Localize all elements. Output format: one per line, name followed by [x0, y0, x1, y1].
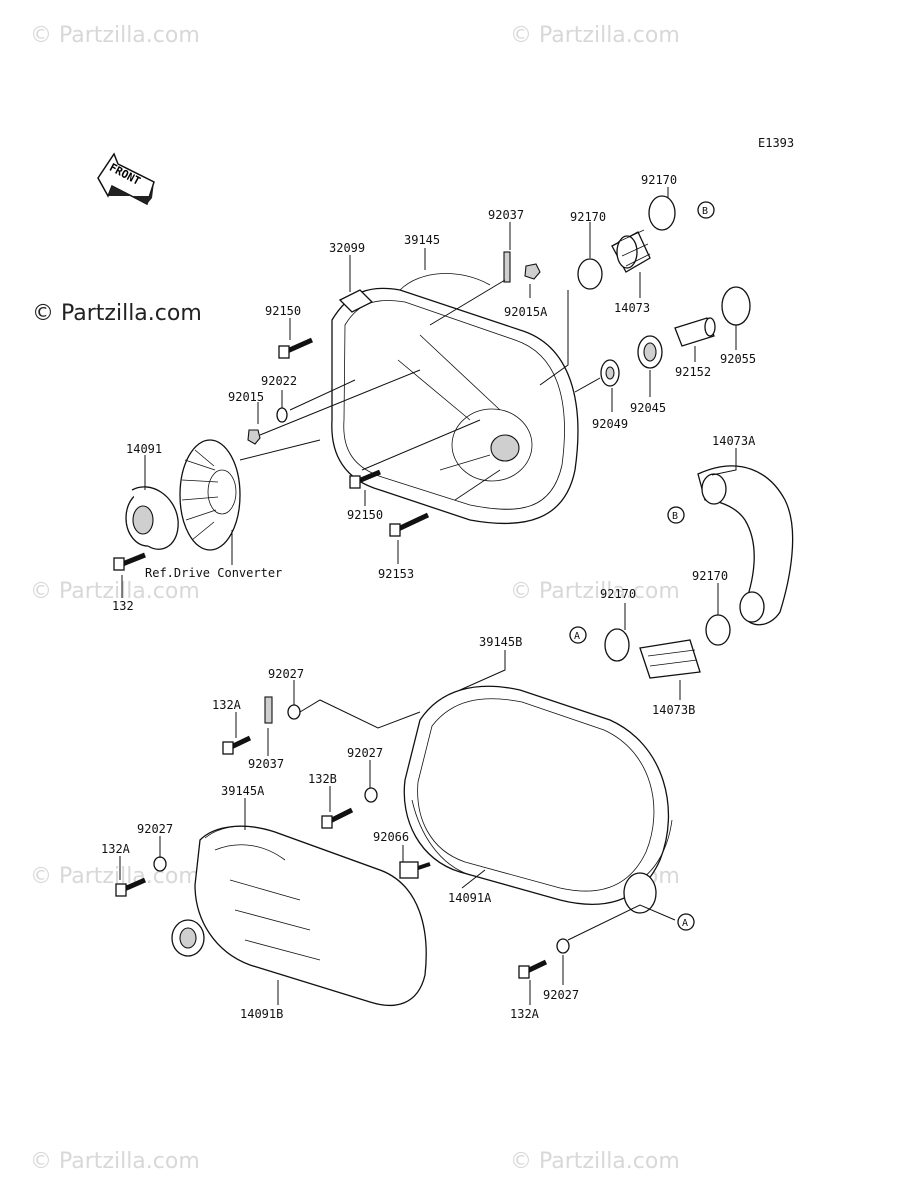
bolt-132A-c	[518, 959, 548, 979]
part-label: 14091	[126, 442, 162, 456]
part-label: 92027	[268, 667, 304, 681]
part-label: 92153	[378, 567, 414, 581]
watermark: © Partzilla.com	[30, 1149, 200, 1174]
bearing-92049	[600, 359, 620, 387]
part-label: 92037	[488, 208, 524, 222]
part-label: 92045	[630, 401, 666, 415]
ref-a-label: A	[574, 631, 580, 642]
part-label: 132A	[212, 698, 242, 712]
part-label: 92027	[347, 746, 383, 760]
inner-cover-39145	[331, 273, 579, 525]
part-label: 39145A	[221, 784, 265, 798]
washer-92027-b	[364, 787, 378, 803]
part-label: 92015	[228, 390, 264, 404]
clamp-92170-a	[577, 258, 603, 290]
front-arrow-icon: FRONT	[97, 152, 155, 206]
duct-14073	[611, 229, 651, 273]
part-label: 92027	[543, 988, 579, 1002]
washer-92027-d	[556, 938, 570, 954]
clamp-92170-d	[705, 614, 731, 646]
clamp-92170-b	[648, 195, 676, 231]
part-label: 132B	[308, 772, 337, 786]
leader-lines	[119, 187, 737, 1005]
bolt-132A-b	[115, 877, 146, 897]
part-label: 32099	[329, 241, 365, 255]
part-label: 92015A	[504, 305, 548, 319]
duct-14073B	[639, 639, 701, 679]
ref-circle-a-low: A	[677, 913, 695, 931]
hose-14073A	[697, 465, 794, 626]
part-label: 14091B	[240, 1007, 283, 1021]
o-ring-92055	[721, 286, 751, 326]
part-label: 39145	[404, 233, 440, 247]
watermark: © Partzilla.com	[30, 579, 200, 604]
bolt-132	[113, 552, 146, 571]
part-label: 92150	[265, 304, 301, 318]
part-label: 92170	[692, 569, 728, 583]
part-label: 39145B	[479, 635, 522, 649]
part-label: 92170	[641, 173, 677, 187]
ref-a-label: A	[682, 918, 688, 929]
part-label: 132	[112, 599, 134, 613]
part-label: 92170	[570, 210, 606, 224]
watermark: © Partzilla.com	[510, 23, 680, 48]
part-label: 132A	[101, 842, 131, 856]
pin-92037-top	[503, 251, 511, 283]
part-label: 14073A	[712, 434, 756, 448]
part-label: 92022	[261, 374, 297, 388]
pin-92037-low	[264, 696, 273, 724]
part-label: 14091A	[448, 891, 492, 905]
part-label: 92037	[248, 757, 284, 771]
ref-b-label: B	[702, 206, 708, 217]
part-label: 132A	[510, 1007, 540, 1021]
outer-cover-14091A	[411, 799, 673, 914]
bolt-92150-mid	[349, 469, 381, 489]
part-label: 92027	[137, 822, 173, 836]
bolt-92153	[389, 512, 430, 537]
sleeve-92152	[674, 317, 716, 347]
watermark: © Partzilla.com	[30, 864, 200, 889]
part-label: 92150	[347, 508, 383, 522]
nut-92015	[247, 429, 261, 445]
part-label: 92049	[592, 417, 628, 431]
watermark: © Partzilla.com	[30, 23, 200, 48]
ref-b-label: B	[672, 511, 678, 522]
part-label: 92152	[675, 365, 711, 379]
bolt-132A-a	[222, 735, 252, 755]
bolt-132B	[321, 807, 354, 829]
bearing-92045	[637, 335, 663, 369]
clamp-92170-c	[604, 628, 630, 662]
part-label: 92170	[600, 587, 636, 601]
part-label: 92055	[720, 352, 756, 366]
ref-circle-a-mid: A	[569, 626, 587, 644]
part-labels: 32099 39145 92037 92015A 92170 92170 140…	[101, 173, 756, 1021]
washer-92022	[276, 407, 288, 423]
washer-92027-a	[287, 704, 301, 720]
gasket-39145B	[403, 685, 670, 905]
watermark: © Partzilla.com	[510, 579, 680, 604]
diagram-code: E1393	[758, 136, 794, 150]
outer-cover-14091B	[171, 825, 427, 1006]
ref-note: Ref.Drive Converter	[145, 566, 282, 580]
bolt-92150-top	[278, 337, 314, 359]
drive-converter-fan	[125, 439, 241, 551]
drain-plug-92066	[399, 861, 431, 879]
washer-92027-c	[153, 856, 167, 872]
ref-circle-b-top: B	[697, 201, 715, 219]
watermark: © Partzilla.com	[510, 1149, 680, 1174]
nut-92015A	[524, 263, 541, 280]
part-label: 14073	[614, 301, 650, 315]
part-label: 14073B	[652, 703, 695, 717]
copyright-notice: © Partzilla.com	[32, 301, 202, 326]
ref-circle-b-mid: B	[667, 506, 685, 524]
watermarks: © Partzilla.com © Partzilla.com © Partzi…	[30, 23, 680, 1174]
part-label: 92066	[373, 830, 409, 844]
